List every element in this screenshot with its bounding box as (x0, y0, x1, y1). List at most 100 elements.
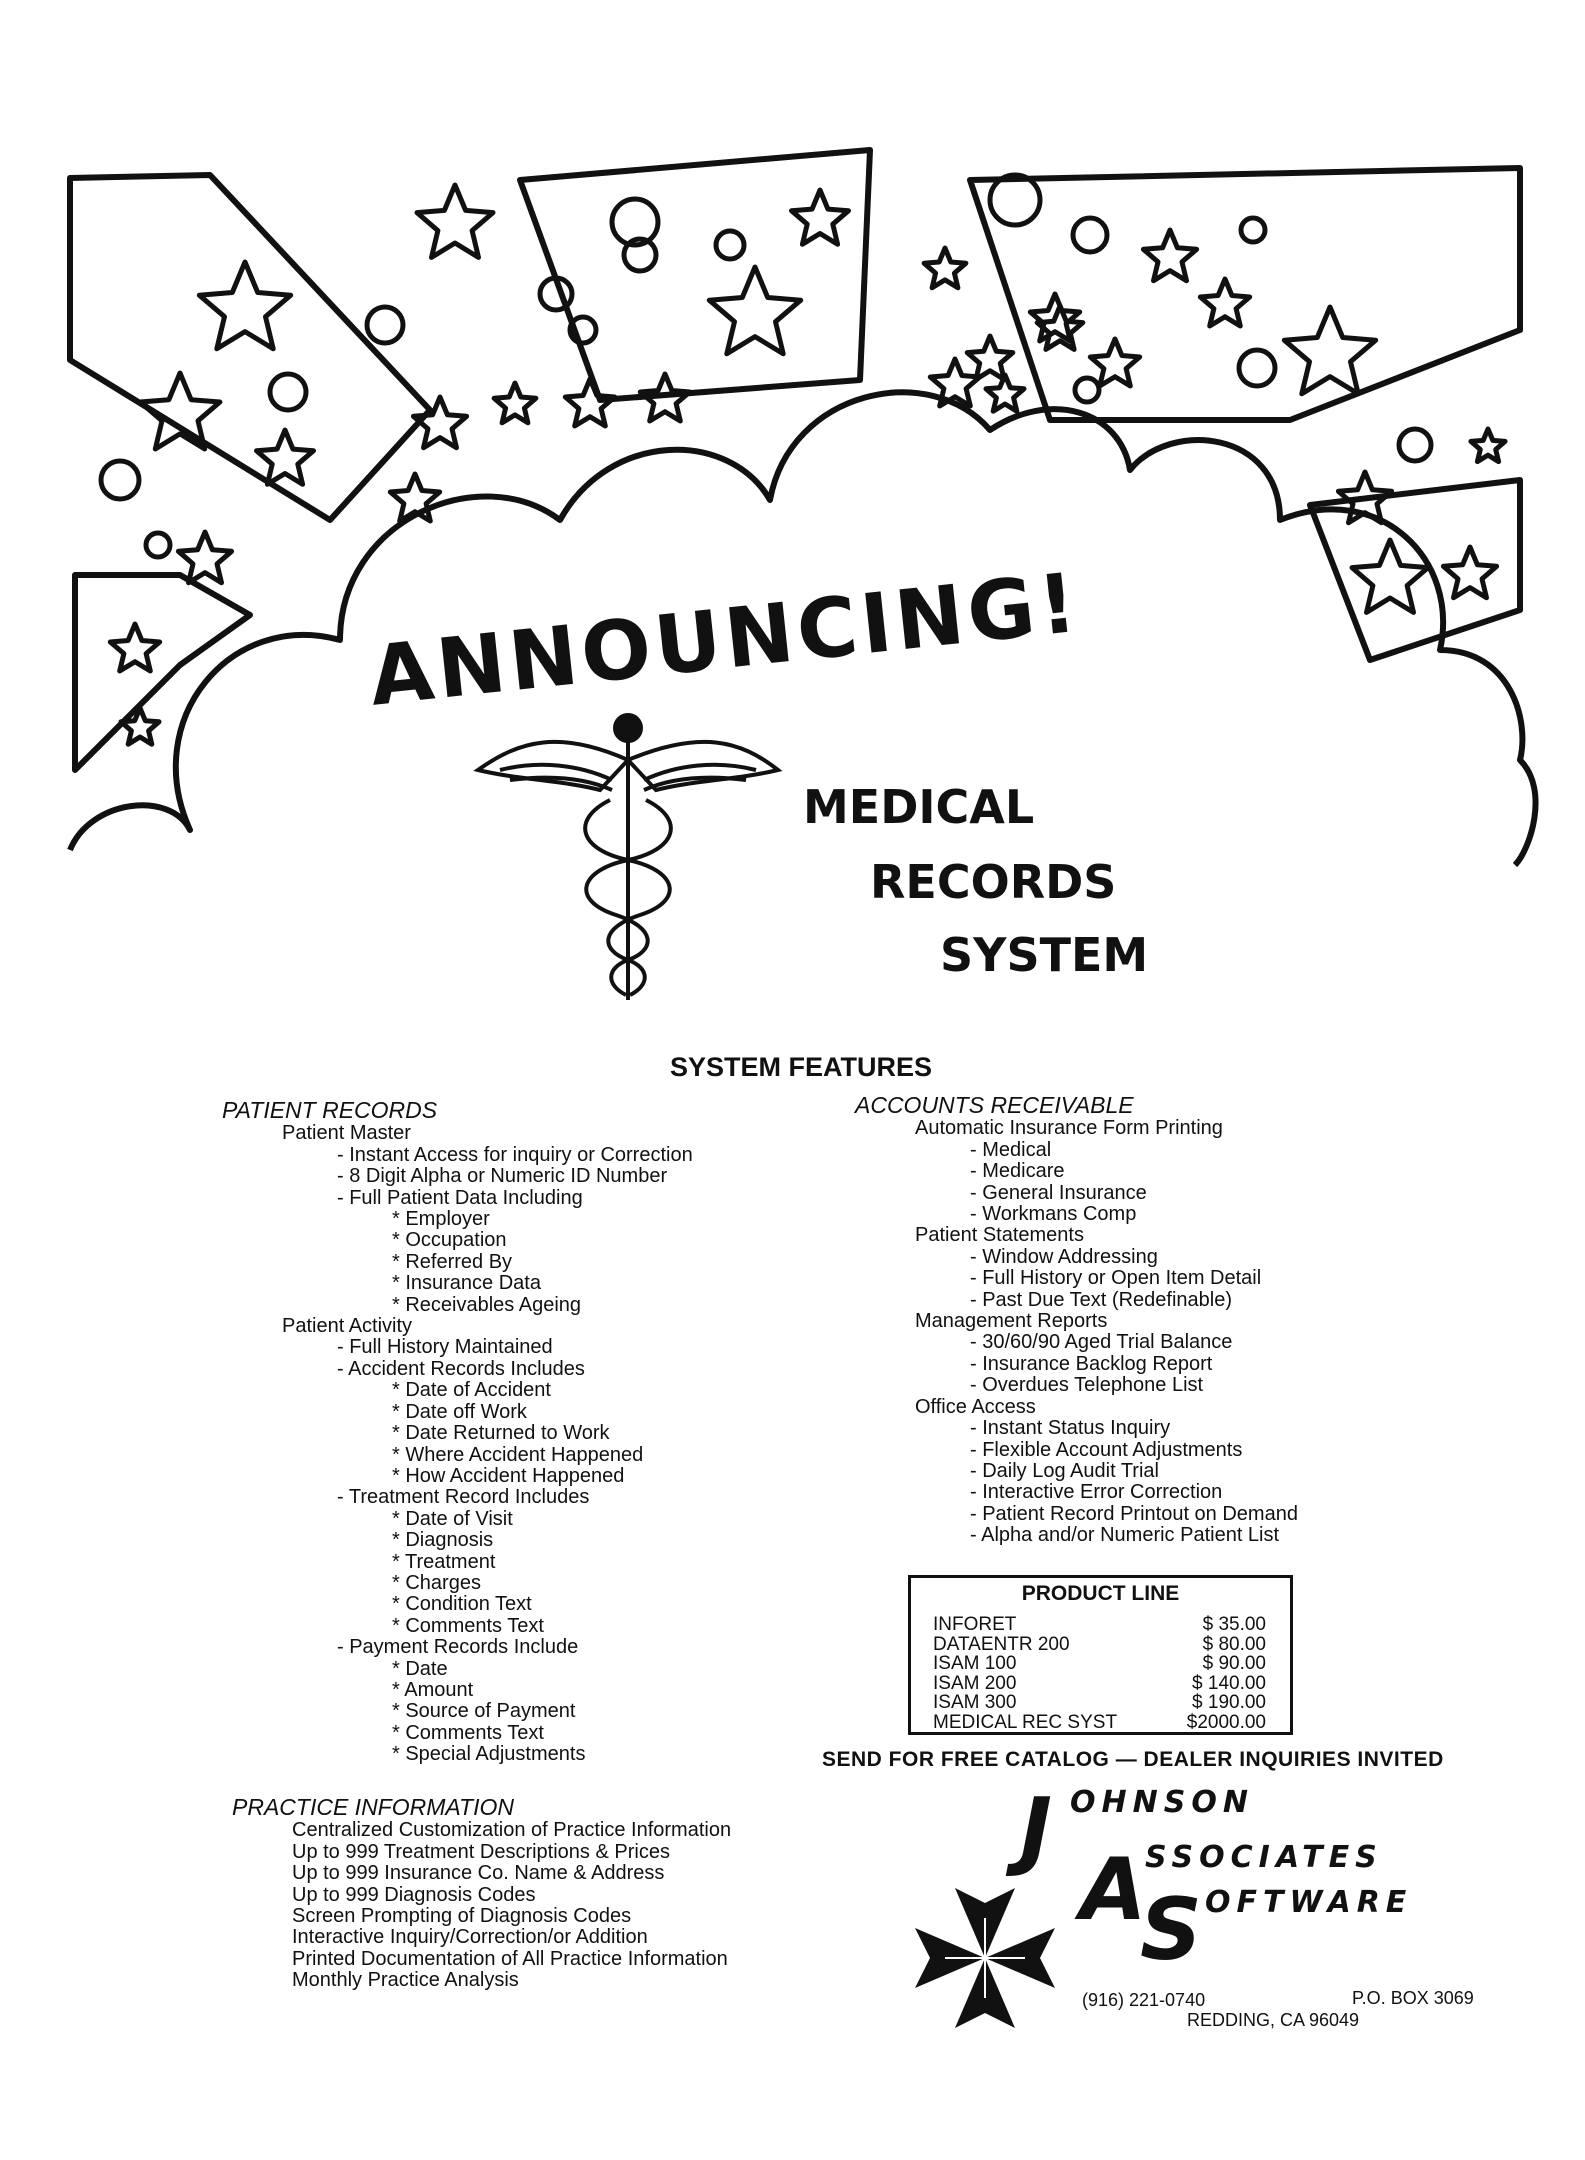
list-item: Patient Statements (855, 1225, 1415, 1246)
list-item: 8 Digit Alpha or Numeric ID Number (222, 1166, 782, 1187)
bubble-icon (621, 236, 659, 274)
list-item: Medicare (855, 1161, 1415, 1182)
list-item-text: Office Access (915, 1395, 1036, 1418)
list-item-text: Date off Work (405, 1400, 527, 1423)
list-item-text: Past Due Text (Redefinable) (982, 1288, 1232, 1311)
list-item: Office Access (855, 1395, 1415, 1418)
list-item-text: Date (405, 1657, 448, 1680)
star-icon (387, 471, 443, 524)
ray-panel-left-lower (72, 572, 253, 773)
practice-information-section: PRACTICE INFORMATION Centralized Customi… (232, 1795, 852, 1992)
product-title-medical: MEDICAL (803, 780, 1035, 834)
list-item-text: Instant Status Inquiry (982, 1417, 1171, 1440)
list-item-text: Medicare (982, 1160, 1065, 1183)
cloud-border (67, 389, 1539, 868)
logo-word-associates: SSOCIATES (1145, 1840, 1383, 1875)
list-item: Comments Text (222, 1721, 782, 1744)
list-item: Treatment (222, 1551, 782, 1573)
list-item: Condition Text (222, 1594, 782, 1615)
list-item: Insurance Backlog Report (855, 1353, 1415, 1375)
list-item: Automatic Insurance Form Printing (855, 1118, 1415, 1139)
list-item-text: Amount (404, 1678, 474, 1701)
list-item-text: Diagnosis (405, 1529, 494, 1552)
list-item-text: Window Addressing (982, 1245, 1158, 1268)
star-icon (706, 264, 804, 357)
list-item: Charges (222, 1572, 782, 1594)
bubble-icon (713, 228, 747, 262)
list-item-text: Alpha and/or Numeric Patient List (981, 1524, 1280, 1547)
star-icon (1140, 227, 1200, 284)
star-icon (927, 356, 983, 409)
list-item: Comments Text (222, 1614, 782, 1637)
product-title-system: SYSTEM (940, 928, 1149, 982)
catalog-offer: SEND FOR FREE CATALOG — DEALER INQUIRIES… (822, 1748, 1444, 1771)
product-name: ISAM 100 (933, 1653, 1017, 1674)
list-item: How Accident Happened (222, 1464, 782, 1487)
list-item-text: Date of Accident (405, 1379, 551, 1402)
accounts-receivable-list: Automatic Insurance Form PrintingMedical… (855, 1118, 1415, 1546)
star-icon (414, 182, 496, 260)
patient-records-column: PATIENT RECORDS Patient MasterInstant Ac… (222, 1098, 782, 1766)
list-item: Up to 999 Treatment Descriptions & Price… (292, 1840, 670, 1863)
list-item: Centralized Customization of Practice In… (292, 1819, 732, 1842)
product-name: DATAENTR 200 (933, 1633, 1070, 1655)
maltese-cross-logo (915, 1888, 1055, 2028)
product-name: MEDICAL REC SYST (933, 1711, 1118, 1733)
list-item: Overdues Telephone List (855, 1375, 1415, 1396)
star-icon (1349, 537, 1431, 615)
bubble-icon (1236, 347, 1278, 389)
bubble-icon (567, 314, 599, 346)
bubble-icon (609, 196, 661, 248)
product-price: $ 90.00 (1202, 1653, 1266, 1674)
list-item-text: Where Accident Happened (405, 1443, 644, 1466)
ray-panel-right-lower (1307, 477, 1523, 663)
list-item-text: Comments Text (405, 1721, 544, 1744)
star-icon (789, 187, 851, 247)
list-item: Monthly Practice Analysis (292, 1969, 519, 1992)
list-item: General Insurance (855, 1182, 1415, 1204)
product-price: $2000.00 (1186, 1711, 1266, 1733)
star-icon (118, 705, 162, 747)
product-name: ISAM 300 (933, 1692, 1017, 1713)
list-item: Referred By (222, 1251, 782, 1273)
star-icon (196, 259, 294, 352)
list-item: Insurance Data (222, 1273, 782, 1294)
list-item: Printed Documentation of All Practice In… (292, 1947, 728, 1970)
product-price: $ 80.00 (1202, 1633, 1266, 1655)
list-item: Workmans Comp (855, 1203, 1415, 1225)
list-item-text: Insurance Data (405, 1272, 541, 1295)
bubble-icon (98, 458, 142, 502)
product-name: ISAM 200 (933, 1672, 1017, 1694)
list-item: Amount (222, 1678, 782, 1701)
list-item-text: Medical (982, 1138, 1052, 1161)
accounts-receivable-heading: ACCOUNTS RECEIVABLE (855, 1092, 1134, 1118)
star-icon (1027, 291, 1083, 344)
list-item-text: Special Adjustments (405, 1743, 586, 1766)
product-price: $ 35.00 (1202, 1614, 1266, 1635)
system-features-title: SYSTEM FEATURES (670, 1052, 933, 1082)
star-icon (1087, 336, 1143, 389)
star-icon (107, 621, 163, 674)
list-item-text: Patient Master (282, 1122, 411, 1145)
star-icon (1468, 426, 1508, 465)
product-title-line1: MEDICAL (803, 780, 1034, 834)
star-icon (983, 372, 1027, 414)
list-item: Treatment Record Includes (222, 1487, 782, 1508)
product-line-row: DATAENTR 200 $ 80.00 (933, 1634, 1266, 1656)
list-item-text: Full History or Open Item Detail (982, 1267, 1262, 1290)
list-item-text: Receivables Ageing (405, 1293, 582, 1316)
product-line-row: ISAM 300 $ 190.00 (933, 1692, 1266, 1714)
list-item: Interactive Error Correction (855, 1482, 1415, 1503)
list-item-text: Accident Records Includes (348, 1357, 585, 1380)
list-item-text: How Accident Happened (405, 1464, 625, 1487)
list-item: Date of Visit (222, 1508, 782, 1530)
list-item: Accident Records Includes (222, 1357, 782, 1380)
company-po-box: P.O. BOX 3069 (1352, 1988, 1474, 2008)
list-item: Interactive Inquiry/Correction/or Additi… (292, 1926, 648, 1949)
list-item: Management Reports (855, 1310, 1415, 1332)
company-phone: (916) 221-0740 (1082, 1990, 1206, 2010)
list-item-text: Comments Text (405, 1614, 544, 1637)
product-price: $ 190.00 (1192, 1692, 1266, 1713)
bubble-icon (987, 172, 1043, 228)
bubble-icon (1396, 426, 1434, 464)
